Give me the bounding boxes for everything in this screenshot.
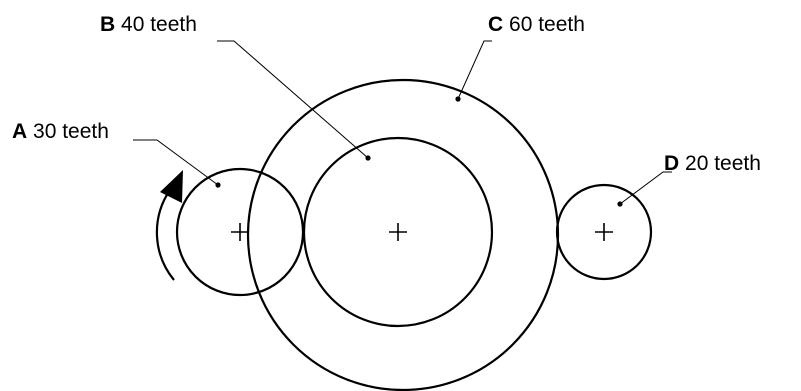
- gear-c-letter: C: [488, 13, 503, 36]
- arrow-head-icon: [160, 170, 183, 203]
- gear-b: [302, 136, 494, 328]
- gear-b-center-icon: [389, 223, 407, 241]
- gear-a-outline: [175, 167, 305, 297]
- gear-b-label: B 40 teeth: [100, 13, 197, 36]
- gear-d-letter: D: [664, 152, 679, 175]
- gear-c-outline: [246, 78, 560, 391]
- gear-b-teeth: 40 teeth: [121, 13, 197, 36]
- gear-d-outline: [555, 183, 653, 281]
- gear-c: [246, 78, 560, 391]
- gear-d: [555, 183, 653, 281]
- gear-d-label: D 20 teeth: [664, 152, 761, 175]
- gear-a-label: A 30 teeth: [12, 120, 109, 143]
- gear-a-teeth: 30 teeth: [33, 120, 109, 143]
- gear-c-teeth: 60 teeth: [509, 13, 585, 36]
- gear-b-letter: B: [100, 13, 115, 36]
- curved-arrow-icon: [155, 170, 183, 281]
- leader-a: [133, 139, 221, 188]
- gear-d-teeth: 20 teeth: [685, 152, 761, 175]
- gear-a-center-icon: [231, 223, 249, 241]
- gear-a: [175, 167, 305, 297]
- gear-c-label: C 60 teeth: [488, 13, 585, 36]
- leader-c: [455, 40, 492, 102]
- leader-b: [217, 40, 371, 161]
- leader-d: [617, 171, 672, 207]
- gear-d-center-icon: [595, 223, 613, 241]
- gear-a-letter: A: [12, 120, 27, 143]
